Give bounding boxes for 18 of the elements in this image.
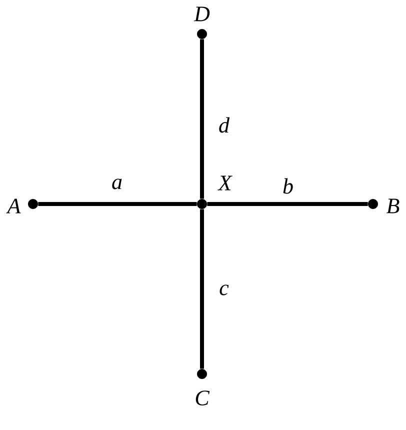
point-dot bbox=[197, 199, 207, 209]
point-label: C bbox=[196, 390, 210, 406]
point-label: X bbox=[218, 176, 232, 190]
point-label: B bbox=[386, 198, 400, 214]
point-dot bbox=[28, 199, 38, 209]
point-label: A bbox=[6, 198, 21, 214]
point-dot bbox=[368, 199, 378, 209]
line-segment bbox=[38, 202, 197, 206]
point-dot bbox=[197, 29, 207, 39]
edge-label: b bbox=[282, 177, 294, 195]
line-segment bbox=[200, 209, 204, 369]
point-label: D bbox=[194, 6, 210, 22]
line-segment bbox=[207, 202, 368, 206]
point-dot bbox=[197, 369, 207, 379]
edge-label: a bbox=[110, 178, 124, 190]
line-segment bbox=[200, 39, 204, 199]
edge-label: d bbox=[218, 116, 230, 134]
edge-label: c bbox=[218, 284, 230, 296]
